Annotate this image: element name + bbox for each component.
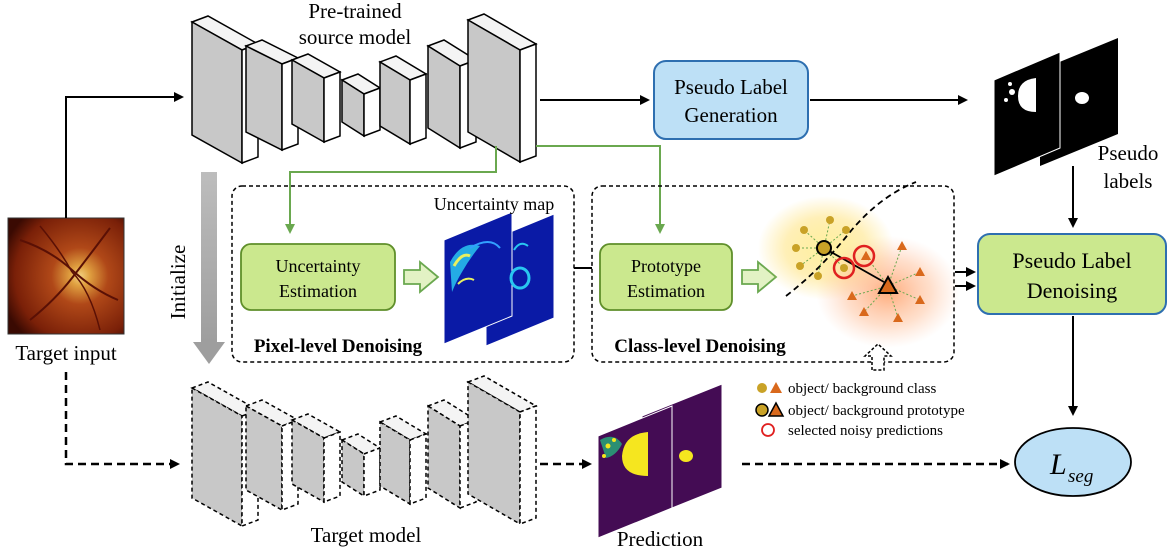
- target-input-label: Target input: [15, 341, 117, 365]
- initialize-arrow: [193, 172, 225, 364]
- dashed-connectors: [64, 372, 1010, 469]
- prototype-box-line2: Estimation: [627, 281, 705, 301]
- class-level-panel: Prototype Estimation: [591, 181, 960, 371]
- legend-prototype: object/ background prototype: [788, 403, 965, 419]
- pseudo-labels-line2: labels: [1104, 169, 1153, 193]
- generation-line2: Generation: [684, 103, 778, 127]
- loss-symbol: L: [1049, 448, 1067, 481]
- pixel-level-panel: Uncertainty Estimation Uncertainty map P…: [231, 185, 575, 363]
- initialize-label: Initialize: [166, 245, 190, 320]
- uncertainty-box-line2: Estimation: [279, 281, 357, 301]
- target-model: [190, 375, 538, 528]
- source-model-label-2: source model: [299, 25, 412, 49]
- pseudo-label-denoising-box: Pseudo Label Denoising: [977, 233, 1167, 315]
- pseudo-labels-line1: Pseudo: [1098, 141, 1159, 165]
- pixel-level-title: Pixel-level Denoising: [254, 336, 423, 357]
- legend-class: object/ background class: [788, 381, 936, 397]
- prototype-box-line1: Prototype: [631, 256, 701, 276]
- source-model-label-1: Pre-trained: [308, 0, 402, 23]
- loss-subscript: seg: [1068, 466, 1093, 487]
- source-model: [190, 13, 538, 165]
- green-connectors: [285, 145, 665, 234]
- generation-line1: Pseudo Label: [674, 75, 788, 99]
- legend: object/ background class object/ backgro…: [755, 381, 965, 439]
- black-connectors: [65, 92, 1078, 416]
- denoising-line1: Pseudo Label: [1012, 248, 1131, 273]
- uncertainty-map-label: Uncertainty map: [434, 194, 554, 214]
- pseudo-label-generation-box: Pseudo Label Generation: [653, 60, 809, 140]
- prediction-label: Prediction: [617, 527, 704, 548]
- loss-node: L seg: [1014, 427, 1132, 497]
- prediction-masks: [597, 383, 723, 539]
- class-level-title: Class-level Denoising: [614, 336, 786, 357]
- denoising-line2: Denoising: [1027, 278, 1117, 303]
- pseudo-label-masks: [993, 38, 1118, 177]
- target-model-label: Target model: [311, 523, 422, 547]
- target-input-image: [7, 217, 125, 335]
- legend-noisy: selected noisy predictions: [788, 423, 943, 439]
- uncertainty-box-line1: Uncertainty: [276, 256, 361, 276]
